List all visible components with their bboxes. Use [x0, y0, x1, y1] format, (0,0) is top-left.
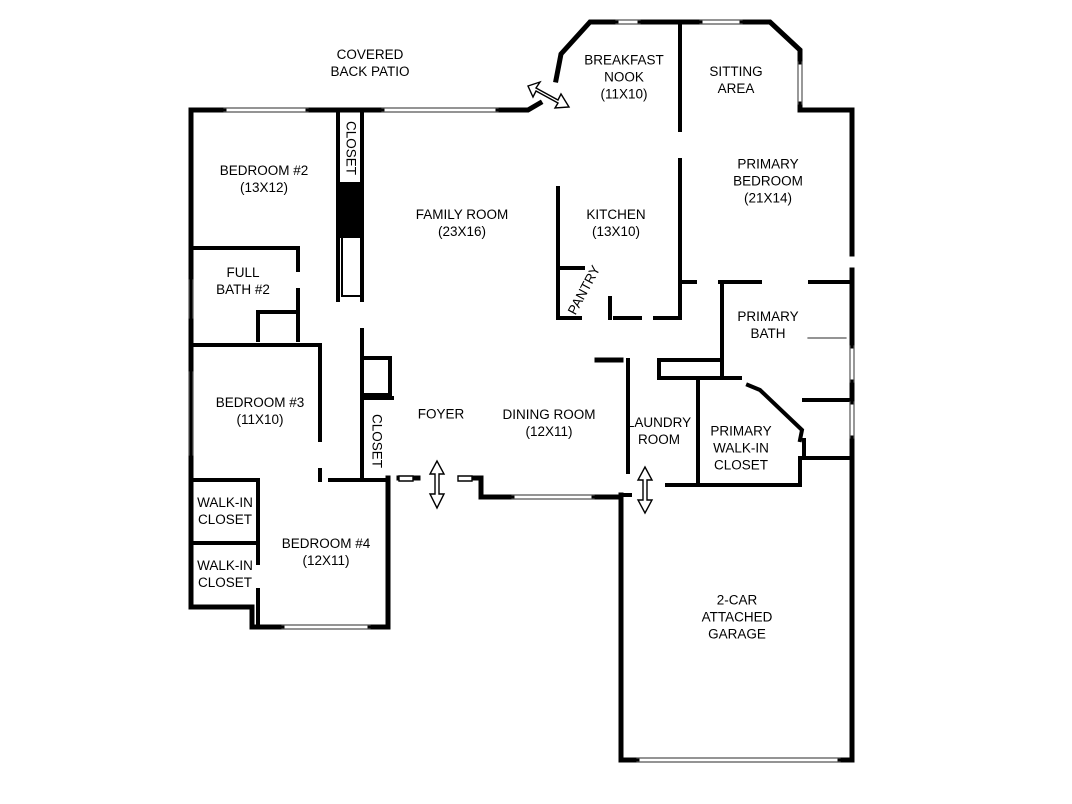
- closet-bed2-label: CLOSET: [343, 120, 359, 176]
- exterior-walls: [188, 19, 855, 763]
- closet-wall-block: [338, 182, 362, 238]
- entry-arrows: [398, 80, 654, 515]
- bedroom2-label: BEDROOM #2(13X12): [219, 163, 309, 195]
- family-room-label: FAMILY ROOM(23X16): [415, 207, 509, 239]
- interior-walls: [189, 20, 854, 629]
- dining-room-label: DINING ROOM(12X11): [502, 407, 596, 439]
- kitchen-label: KITCHEN(13X10): [586, 207, 646, 239]
- closet-foyer-label: CLOSET: [369, 413, 385, 469]
- bedroom4-label: BEDROOM #4(12X11): [281, 536, 371, 568]
- bedroom3-label: BEDROOM #3(11X10): [215, 395, 305, 427]
- windows: [188, 19, 855, 763]
- foyer-label: FOYER: [417, 406, 465, 422]
